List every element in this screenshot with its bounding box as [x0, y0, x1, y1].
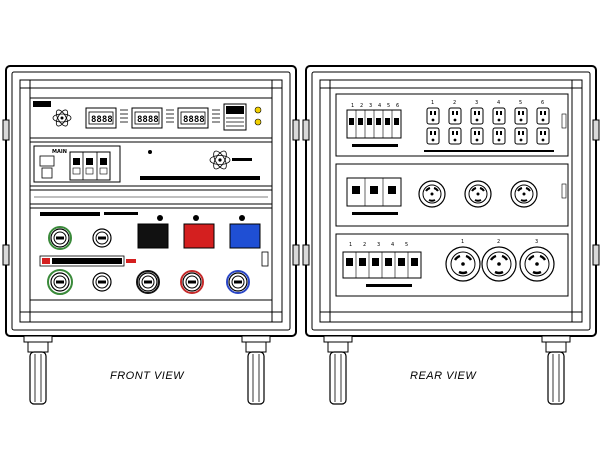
breaker-number-5: 5 [387, 103, 390, 109]
row3-number-3: 3 [377, 242, 380, 248]
front-left-handle-bottom [2, 244, 10, 266]
rear-row1-numbers: 1 2 3 4 5 6 [351, 103, 399, 109]
rear-camlock-panel: 1 2 3 4 5 1 [335, 233, 569, 297]
bottom-connector-1[interactable] [50, 272, 70, 292]
row3-number-1: 1 [349, 242, 352, 248]
main-breaker[interactable] [69, 151, 111, 181]
svg-text:8888: 8888 [183, 115, 205, 125]
breaker-number-4: 4 [378, 103, 381, 109]
front-left-caster [23, 335, 53, 405]
atom-logo-icon [52, 109, 72, 127]
front-view-caption: FRONT VIEW [110, 370, 185, 382]
outlet-1a[interactable] [426, 107, 440, 125]
meter-panel: 8888 8888 8888 [29, 97, 273, 139]
bottom-connector-4[interactable] [182, 272, 202, 292]
rear-rack: 1 2 3 4 5 6 [302, 65, 600, 405]
distribution-panel [29, 207, 273, 301]
knob-green[interactable] [50, 228, 70, 248]
svg-text:8888: 8888 [91, 115, 113, 125]
outlet-1b[interactable] [426, 127, 440, 145]
camlock-outlet-2[interactable] [480, 245, 518, 283]
indicator-lamp-1 [254, 106, 262, 114]
camlock-number-1: 1 [461, 239, 464, 245]
front-right-handle-top [292, 119, 300, 141]
breaker-panel-label: MAIN [52, 149, 67, 155]
bottom-connector-5[interactable] [228, 272, 248, 292]
front-right-handle-bottom [292, 244, 300, 266]
camlock-outlet-3[interactable] [518, 245, 556, 283]
outlet-number-3: 3 [475, 100, 478, 106]
row3-number-4: 4 [391, 242, 394, 248]
outlet-5a[interactable] [514, 107, 528, 125]
outlet-number-4: 4 [497, 100, 500, 106]
row3-number-2: 2 [363, 242, 366, 248]
bottom-connector-2[interactable] [92, 272, 112, 292]
outlet-number-6: 6 [541, 100, 544, 106]
camlock-outlet-1[interactable] [444, 245, 482, 283]
rear-right-caster [541, 335, 571, 405]
breaker-number-1: 1 [351, 103, 354, 109]
breaker-bank-3[interactable] [342, 251, 422, 279]
breaker-number-2: 2 [360, 103, 363, 109]
connector-black[interactable] [137, 223, 169, 249]
outlet-6b[interactable] [536, 127, 550, 145]
row3-number-5: 5 [405, 242, 408, 248]
rear-view-caption: REAR VIEW [410, 370, 477, 382]
rear-twistlock-panel [335, 163, 569, 227]
camlock-number-3: 3 [535, 239, 538, 245]
rear-left-caster [323, 335, 353, 405]
connector-red[interactable] [183, 223, 215, 249]
indicator-lamp-2 [254, 118, 262, 126]
front-rack: 8888 8888 8888 [2, 65, 300, 405]
outlet-4b[interactable] [492, 127, 506, 145]
outlet-number-2: 2 [453, 100, 456, 106]
twistlock-outlet-1[interactable] [418, 180, 446, 208]
outlet-2b[interactable] [448, 127, 462, 145]
outlet-number-5: 5 [519, 100, 522, 106]
twistlock-outlet-3[interactable] [510, 180, 538, 208]
rear-outlet-panel: 1 2 3 4 5 6 [335, 93, 569, 157]
outlet-2a[interactable] [448, 107, 462, 125]
rear-right-handle-top [592, 119, 600, 141]
outlet-3a[interactable] [470, 107, 484, 125]
outlet-4a[interactable] [492, 107, 506, 125]
camlock-number-2: 2 [497, 239, 500, 245]
breaker-number-6: 6 [396, 103, 399, 109]
twistlock-outlet-2[interactable] [464, 180, 492, 208]
front-right-caster [241, 335, 271, 405]
rear-right-handle-bottom [592, 244, 600, 266]
rear-left-handle-bottom [302, 244, 310, 266]
svg-text:8888: 8888 [137, 115, 159, 125]
breaker-bank-1[interactable] [346, 109, 402, 139]
outlet-6a[interactable] [536, 107, 550, 125]
outlet-number-1: 1 [431, 100, 434, 106]
breaker-number-3: 3 [369, 103, 372, 109]
outlet-5b[interactable] [514, 127, 528, 145]
knob-white[interactable] [92, 228, 112, 248]
outlet-3b[interactable] [470, 127, 484, 145]
breaker-bank-2[interactable] [346, 177, 402, 207]
front-left-handle-top [2, 119, 10, 141]
main-breaker-panel: MAIN [29, 141, 273, 187]
bottom-connector-3[interactable] [138, 272, 158, 292]
connector-blue[interactable] [229, 223, 261, 249]
rear-left-handle-top [302, 119, 310, 141]
atom-logo-icon [209, 150, 231, 170]
